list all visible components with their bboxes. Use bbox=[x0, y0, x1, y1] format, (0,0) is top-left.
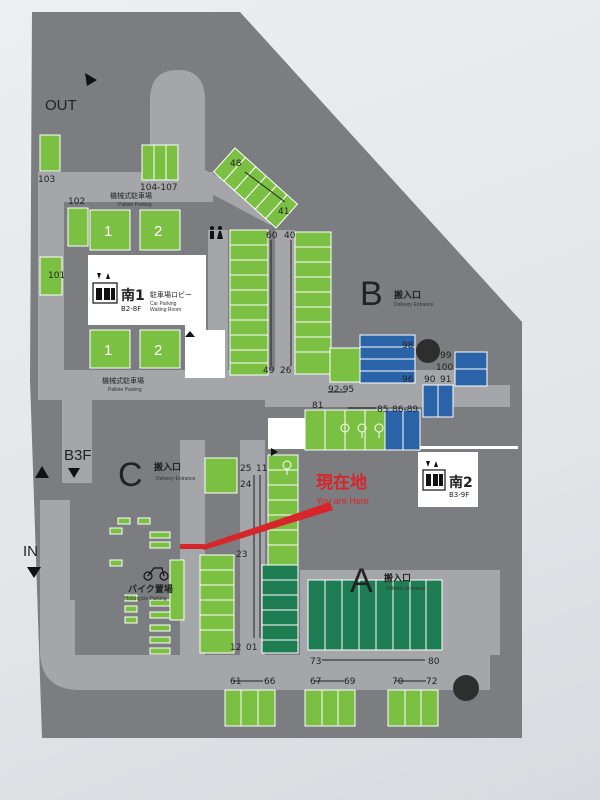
small-right-arrow-icon bbox=[271, 448, 278, 456]
label-in: IN bbox=[23, 543, 38, 560]
pallet-parking-bottom-jp: 機械式駐車場 bbox=[102, 376, 144, 385]
motorcycle-jp: バイク置場 bbox=[128, 583, 173, 595]
elevator-icon-south2 bbox=[422, 461, 446, 491]
space-99: 99 bbox=[440, 351, 452, 361]
you-are-here-en: You are Here bbox=[316, 496, 369, 506]
motorcycle-en: Motorcycle Parking bbox=[124, 596, 167, 602]
lobby-south2-floors: B3-9F bbox=[449, 491, 469, 499]
space-80: 80 bbox=[428, 657, 440, 667]
space-90: 90 bbox=[424, 375, 436, 385]
zone-c-en: Delivery Entrance bbox=[156, 476, 196, 482]
pallet-unit-1-top: 1 bbox=[104, 223, 112, 240]
space-69: 69 bbox=[344, 677, 356, 687]
up-arrow-icon bbox=[35, 466, 49, 478]
pallet-parking-bottom-en: Pallete Parking bbox=[108, 387, 142, 393]
space-92-95: 92-95 bbox=[328, 385, 354, 395]
zone-c-jp: 搬入口 bbox=[154, 461, 181, 473]
restroom-icon bbox=[210, 226, 223, 239]
zone-c-letter: C bbox=[118, 456, 143, 494]
space-66: 66 bbox=[264, 677, 276, 687]
space-96: 96 bbox=[402, 375, 414, 385]
you-are-here-marker bbox=[180, 544, 204, 549]
pallet-unit-2-bottom: 2 bbox=[154, 342, 162, 359]
space-48: 48 bbox=[230, 159, 242, 169]
space-23: 23 bbox=[236, 550, 247, 560]
pallet-parking-top-jp: 機械式駐車場 bbox=[110, 191, 152, 200]
lobby-south1-floors: B2-8F bbox=[121, 305, 141, 313]
lobby-south1-en2: Waiting Room bbox=[150, 307, 181, 313]
zone-b-en: Delivery Entrance bbox=[394, 302, 434, 308]
zone-a-letter: A bbox=[350, 562, 373, 600]
space-67: 67 bbox=[310, 677, 321, 687]
lobby-south1-name: 南1 bbox=[121, 287, 145, 304]
space-81: 81 bbox=[312, 401, 323, 411]
space-01: 01 bbox=[246, 643, 257, 653]
space-73: 73 bbox=[310, 657, 321, 667]
space-86-89: 86-89 bbox=[392, 405, 418, 415]
space-91: 91 bbox=[440, 375, 451, 385]
zone-b-jp: 搬入口 bbox=[394, 289, 421, 301]
space-11: 11 bbox=[256, 464, 267, 474]
space-85: 85 bbox=[377, 405, 388, 415]
motorcycle-icon bbox=[143, 567, 169, 581]
space-26: 26 bbox=[280, 366, 292, 376]
zone-a-en: Delivery Entrance bbox=[386, 586, 426, 592]
bay-dividers-dark bbox=[262, 579, 427, 650]
you-are-here-jp: 現在地 bbox=[316, 472, 367, 493]
space-100: 100 bbox=[436, 363, 453, 373]
space-24: 24 bbox=[240, 480, 252, 490]
space-70: 70 bbox=[392, 677, 404, 687]
space-104-107: 104-107 bbox=[140, 183, 178, 193]
space-101: 101 bbox=[48, 271, 65, 281]
zone-a-jp: 搬入口 bbox=[384, 572, 411, 584]
space-61: 61 bbox=[230, 677, 241, 687]
space-60: 60 bbox=[266, 231, 278, 241]
lobby-south2-name: 南2 bbox=[449, 474, 473, 491]
you-are-here-pointer bbox=[200, 502, 333, 550]
tree-icons bbox=[282, 423, 384, 475]
lane-lines bbox=[233, 171, 426, 682]
space-41: 41 bbox=[278, 207, 289, 217]
in-arrow-icon bbox=[27, 567, 41, 578]
turntable-b bbox=[416, 339, 440, 363]
space-102: 102 bbox=[68, 197, 85, 207]
space-40: 40 bbox=[284, 231, 296, 241]
space-72: 72 bbox=[426, 677, 437, 687]
small-up-arrow-icon bbox=[185, 331, 195, 337]
space-49: 49 bbox=[263, 366, 275, 376]
space-12: 12 bbox=[230, 643, 241, 653]
bay-dividers bbox=[200, 244, 422, 726]
out-arrow-icon bbox=[85, 73, 97, 86]
pallet-unit-2-top: 2 bbox=[154, 223, 162, 240]
turntable-a bbox=[453, 675, 479, 701]
space-98: 98 bbox=[402, 341, 414, 351]
zone-b-letter: B bbox=[360, 275, 383, 313]
pallet-parking-top-en: Pallete Parking bbox=[118, 202, 152, 208]
space-103: 103 bbox=[38, 175, 55, 185]
elevator-icon-south1 bbox=[92, 273, 118, 304]
space-25: 25 bbox=[240, 464, 251, 474]
down-arrow-icon bbox=[68, 468, 80, 478]
label-b3f: B3F bbox=[64, 447, 92, 464]
lobby-south1-jp: 駐車場ロビー bbox=[150, 290, 192, 299]
bay-dividers-blue bbox=[360, 346, 487, 450]
pallet-unit-1-bottom: 1 bbox=[104, 342, 112, 359]
lobby-south1-en1: Car Parking bbox=[150, 301, 177, 307]
label-out: OUT bbox=[45, 97, 77, 114]
